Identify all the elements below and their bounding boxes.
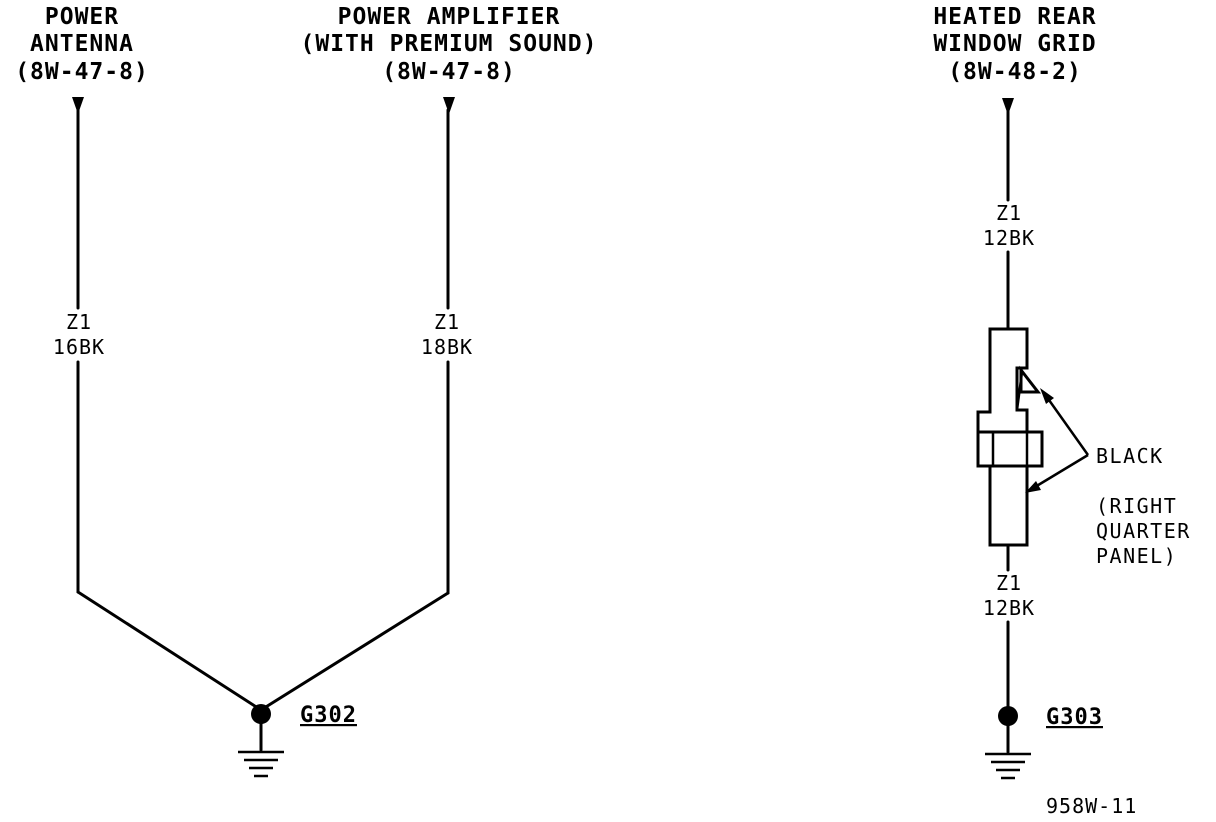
power-antenna-reference: (8W-47-8): [15, 59, 149, 85]
ground-symbol-icon: [238, 750, 284, 778]
inline-connector-icon: [976, 327, 1044, 547]
heated-rear-window-wire: Z1 12BK Z1 12BK: [983, 98, 1035, 716]
figure-id: 958W-11: [1046, 794, 1137, 818]
power-amplifier-title-line-2: (WITH PREMIUM SOUND): [301, 31, 598, 57]
power-amplifier-title-line-1: POWER AMPLIFIER: [338, 4, 561, 30]
power-amplifier-wire-code: Z1: [434, 310, 460, 334]
power-amplifier-wire-spec: 18BK: [421, 335, 473, 359]
power-amplifier-wire: Z1 18BK: [259, 97, 473, 712]
connector-location-line-2: QUARTER: [1096, 519, 1191, 543]
lower-wire-code: Z1: [996, 571, 1022, 595]
heated-rear-window-arrow-icon: [1002, 98, 1014, 115]
ground-label-g302: G302: [300, 703, 357, 728]
ground-symbol-icon: [985, 752, 1031, 780]
heated-rear-window-grid-header: HEATED REAR WINDOW GRID (8W-48-2): [933, 4, 1096, 85]
power-amplifier-header: POWER AMPLIFIER (WITH PREMIUM SOUND) (8W…: [301, 4, 598, 85]
heated-rear-window-title-line-2: WINDOW GRID: [933, 31, 1096, 57]
connector-location-line-1: (RIGHT: [1096, 494, 1177, 518]
lower-wire-spec: 12BK: [983, 596, 1035, 620]
heated-rear-window-title-line-1: HEATED REAR: [933, 4, 1096, 30]
power-antenna-wire-code: Z1: [66, 310, 92, 334]
power-amplifier-reference: (8W-47-8): [382, 59, 516, 85]
power-antenna-title-line-2: ANTENNA: [30, 31, 134, 57]
callout-arrowhead-lower-icon: [1025, 481, 1041, 493]
power-antenna-wire: Z1 16BK: [53, 97, 263, 712]
power-antenna-arrow-icon: [72, 97, 84, 114]
connector-callout: BLACK (RIGHT QUARTER PANEL): [1025, 388, 1191, 568]
upper-wire-spec: 12BK: [983, 226, 1035, 250]
ground-g303: G303: [985, 705, 1103, 780]
heated-rear-window-reference: (8W-48-2): [948, 59, 1082, 85]
ground-label-g303: G303: [1046, 705, 1103, 730]
connector-location-line-3: PANEL): [1096, 544, 1177, 568]
power-antenna-title-line-1: POWER: [45, 4, 119, 30]
callout-arrowhead-upper-icon: [1040, 388, 1054, 404]
power-antenna-wire-spec: 16BK: [53, 335, 105, 359]
upper-wire-code: Z1: [996, 201, 1022, 225]
ground-g302: G302: [238, 703, 357, 778]
power-amplifier-arrow-icon: [443, 97, 455, 114]
power-antenna-header: POWER ANTENNA (8W-47-8): [15, 4, 149, 85]
connector-color-label: BLACK: [1096, 444, 1164, 468]
